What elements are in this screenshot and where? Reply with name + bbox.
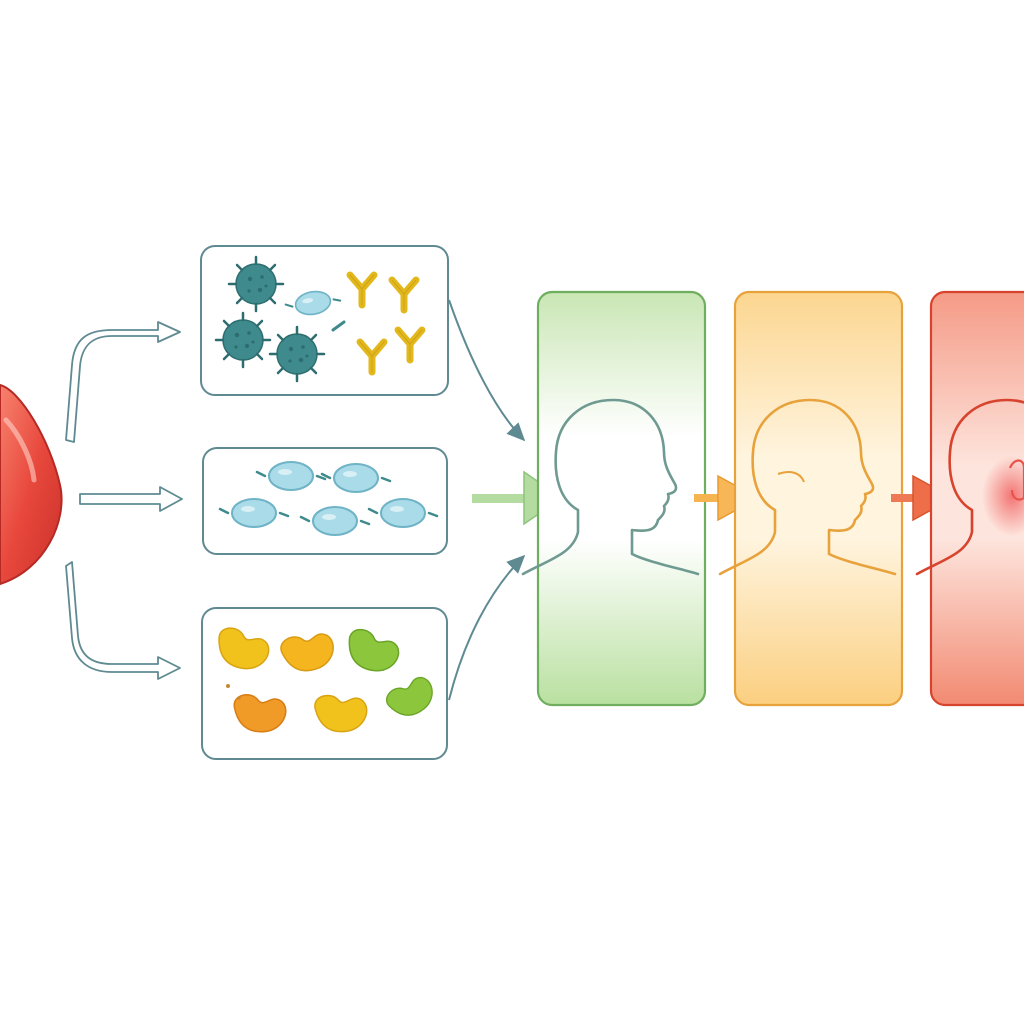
arrow-bottom-to-stage [448, 554, 526, 701]
branch-arrow-middle [79, 486, 183, 512]
converging-arrows [448, 299, 526, 701]
input-box-cells [202, 447, 448, 555]
liver-icon [0, 383, 63, 586]
stage-panel-severe [915, 290, 1024, 707]
virus-icon [268, 325, 326, 383]
virus-icon [227, 255, 285, 313]
input-box-beans [201, 607, 448, 760]
arrow-top-to-stage [448, 299, 526, 442]
input-box-viruses-antibodies [200, 245, 449, 396]
branch-arrow-bottom [65, 561, 181, 680]
virus-icon [214, 311, 272, 369]
branch-arrow-top [65, 321, 181, 443]
branch-arrows [65, 321, 183, 680]
stage-panel-healthy [521, 290, 707, 707]
stage-panel-moderate [718, 290, 904, 707]
